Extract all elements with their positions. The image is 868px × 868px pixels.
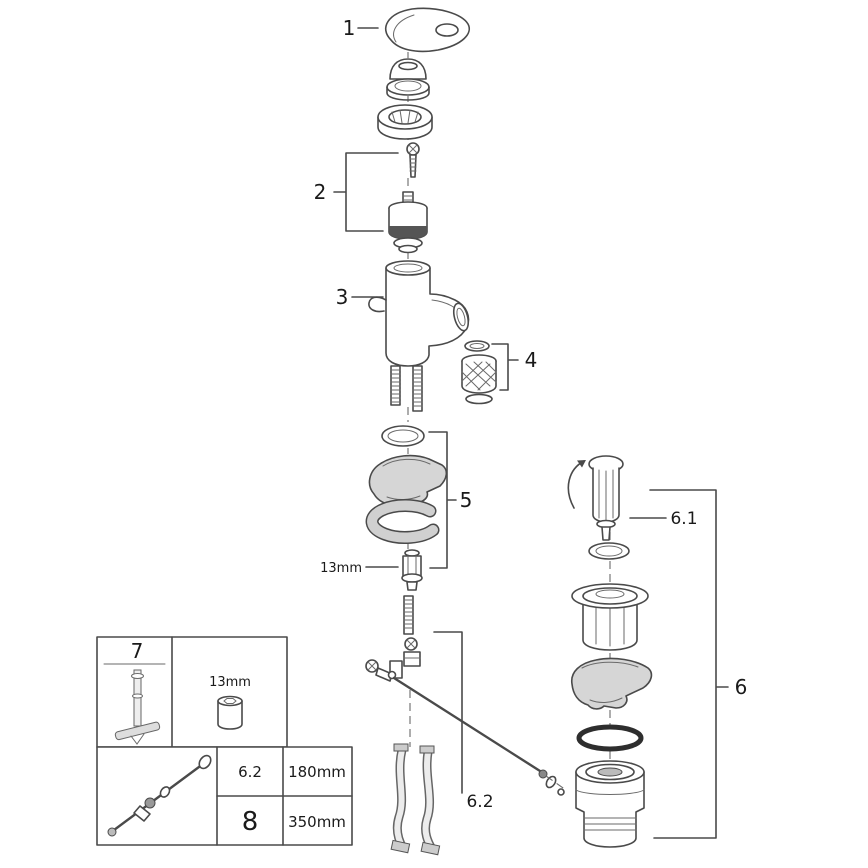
callout-mounting-label: 5 <box>460 488 473 512</box>
part-lever-handle <box>385 7 470 53</box>
callout-popup-knob-label: 6.1 <box>670 509 697 529</box>
tool-box: 7 13mm <box>96 636 288 748</box>
drain-flange <box>571 583 649 651</box>
base-o-ring <box>381 425 425 447</box>
faucet-body <box>368 260 470 367</box>
callout-tool-label: 7 <box>131 639 144 663</box>
nut-size-label: 13mm <box>320 561 362 576</box>
callout-drain-label: 6 <box>735 675 748 699</box>
callout-popup-rod: 6.2 <box>433 631 494 812</box>
drain-body <box>575 760 645 848</box>
center-axis-dashes <box>407 52 611 760</box>
spline-ring <box>377 104 433 140</box>
callout-handle-label: 1 <box>343 16 356 40</box>
supply-hoses <box>390 743 441 856</box>
callout-body-label: 3 <box>336 285 349 309</box>
horseshoe-washer <box>365 498 440 544</box>
cartridge <box>388 191 428 254</box>
rod-kit-box: 6.2 180mm 8 350mm <box>96 746 353 846</box>
callout-aerator-label: 4 <box>525 348 538 372</box>
callout-cartridge-label: 2 <box>314 180 327 204</box>
drain-clamp <box>571 657 653 710</box>
table-cell-part-2: 8 <box>242 807 259 837</box>
callout-cartridge-group: 2 <box>314 152 399 232</box>
callout-popup-knob: 6.1 <box>629 509 698 529</box>
callout-popup-rod-label: 6.2 <box>466 792 493 812</box>
rod-kit-drawing <box>107 754 212 837</box>
callout-mounting-group: 5 <box>428 431 473 569</box>
popup-rod <box>387 670 567 796</box>
drain-o-ring <box>576 724 644 752</box>
table-cell-length-2: 350mm <box>288 813 346 831</box>
handle-cap <box>386 58 430 101</box>
popup-knob-seal <box>588 542 630 560</box>
tool-size-label: 13mm <box>209 675 251 690</box>
aerator-group <box>461 340 497 405</box>
callout-body: 3 <box>336 285 384 309</box>
callout-drain-group: 6 <box>649 489 748 839</box>
threaded-rod <box>403 595 414 635</box>
table-cell-part-1: 6.2 <box>238 763 262 781</box>
handle-screw <box>406 142 420 178</box>
annotation-nut-size: 13mm <box>320 561 399 576</box>
table-cell-length-1: 180mm <box>288 763 346 781</box>
mounting-nut <box>401 549 423 591</box>
callout-aerator-group: 4 <box>491 343 538 391</box>
mounting-plate <box>368 454 448 506</box>
popup-knob <box>567 455 624 541</box>
callout-handle: 1 <box>343 16 379 40</box>
inlet-studs <box>390 365 423 412</box>
